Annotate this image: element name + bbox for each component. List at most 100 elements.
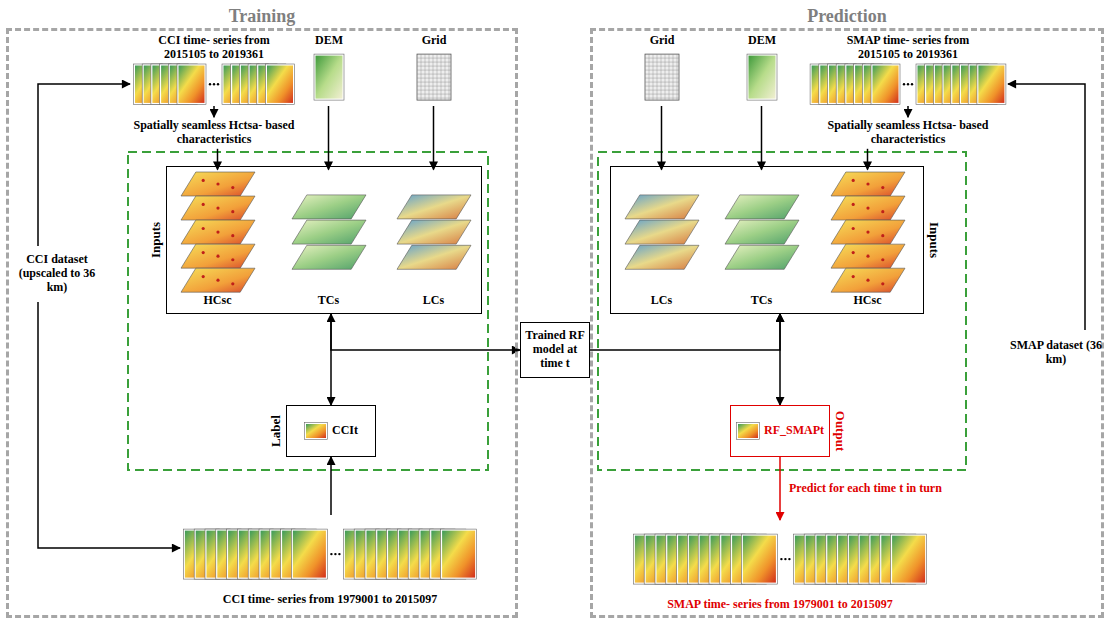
grid-line: [645, 81, 679, 82]
map-image: [743, 536, 776, 583]
map-image: [749, 55, 776, 98]
feature-layer: [181, 244, 255, 268]
ellipsis-dot: [338, 553, 340, 555]
grid-line: [653, 54, 654, 100]
icon-art: [181, 172, 255, 292]
feature-layers: HCsc: [178, 170, 258, 308]
connector: [1008, 84, 1085, 330]
box-text: RF_SMAPt: [764, 424, 824, 438]
ellipsis-dot: [330, 553, 332, 555]
grid-line: [441, 54, 442, 100]
map-frame: [177, 64, 206, 104]
feature-layer: [397, 194, 471, 218]
box-text: Spatially seamless Hctsa- based characte…: [820, 119, 996, 147]
icon-art: [725, 194, 799, 268]
grid-frame: [417, 54, 451, 100]
layer-dot: [201, 178, 204, 181]
grid-line: [417, 69, 451, 70]
map-image: [442, 531, 475, 578]
layer-dot: [201, 275, 204, 278]
dataset-label: CCI dataset (upscaled to 36 km): [14, 246, 100, 302]
icon-art: [292, 194, 366, 268]
grid-line: [445, 54, 446, 100]
map-frame: [871, 64, 900, 104]
map-image: [738, 424, 758, 438]
grid-line: [429, 54, 430, 100]
output-box: RF_SMAPtOutput: [730, 405, 830, 457]
connector: [213, 106, 215, 117]
layer-dot: [201, 250, 204, 253]
layer-dot: [851, 250, 854, 253]
ellipsis-dot: [784, 558, 786, 560]
image-icon: [178, 170, 258, 294]
grid-line: [449, 54, 450, 100]
connector: [433, 106, 435, 170]
step-label: Spatially seamless Hctsa- based characte…: [820, 117, 996, 149]
layer-dot: [216, 254, 219, 257]
map-frame: [314, 54, 344, 100]
icon-art: [831, 172, 905, 292]
feature-layers: LCs: [622, 170, 702, 308]
dataset-label: SMAP dataset (36 km): [1010, 330, 1102, 376]
ellipsis-dot: [780, 558, 782, 560]
dem-image: DEM: [739, 34, 785, 106]
grid-line: [417, 65, 451, 66]
feature-layer: [181, 172, 255, 196]
connector: [331, 314, 520, 350]
layer-dot: [231, 234, 234, 237]
layer-dot: [851, 226, 854, 229]
layer-dot: [231, 210, 234, 213]
feature-layer: [181, 196, 255, 220]
image-icon: [306, 48, 352, 106]
feature-layer: [292, 220, 366, 244]
feature-layer: [625, 220, 699, 244]
layer-dot: [216, 206, 219, 209]
layer-dot: [216, 230, 219, 233]
grid-line: [645, 89, 679, 90]
box-text: CCI dataset (upscaled to 36 km): [14, 253, 100, 294]
grid-line: [657, 54, 658, 100]
group-frame: [598, 152, 966, 470]
image-caption: HCsc: [178, 294, 258, 308]
icon-art: [314, 54, 344, 100]
image-icon: [722, 170, 802, 294]
feature-layer: [831, 172, 905, 196]
feature-layer: [397, 245, 471, 269]
icon-art: [134, 64, 295, 104]
grid-frame: [645, 54, 679, 100]
map-image: [316, 55, 343, 98]
layer-dot: [866, 182, 869, 185]
layer-dot: [851, 202, 854, 205]
ellipsis-dot: [334, 553, 336, 555]
image-icon: [739, 48, 785, 106]
map-image: [873, 65, 899, 102]
layer-dot: [216, 182, 219, 185]
box-text: SMAP dataset (36 km): [1010, 339, 1102, 367]
panel-title: Prediction: [593, 6, 1101, 27]
panel-title: Training: [9, 6, 515, 27]
feature-layers: TCs: [289, 170, 369, 308]
image-caption: TCs: [289, 294, 369, 308]
panel: CCI time- series from 2015105 to 2019361…: [6, 28, 518, 618]
model-box: Trained RF model at time t: [520, 322, 590, 378]
side-label: Inputs: [149, 222, 164, 258]
map-frame: [737, 423, 760, 440]
layer-dot: [881, 282, 884, 285]
feature-layer: [397, 220, 471, 244]
grid-line: [645, 97, 679, 98]
image-icon: [409, 48, 459, 106]
grid-line: [437, 54, 438, 100]
feature-layer: [831, 244, 905, 268]
image-caption: TCs: [722, 294, 802, 308]
grid-line: [645, 93, 679, 94]
layer-dot: [881, 186, 884, 189]
ellipsis-dot: [788, 558, 790, 560]
grid-line: [661, 54, 662, 100]
grid-line: [645, 57, 679, 58]
layer-dot: [201, 226, 204, 229]
map-image: [978, 65, 1004, 102]
feature-layer: [181, 268, 255, 292]
image-stack: CCI time- series from 2015105 to 2019361: [130, 34, 298, 106]
grid-line: [417, 97, 451, 98]
grid-line: [417, 81, 451, 82]
